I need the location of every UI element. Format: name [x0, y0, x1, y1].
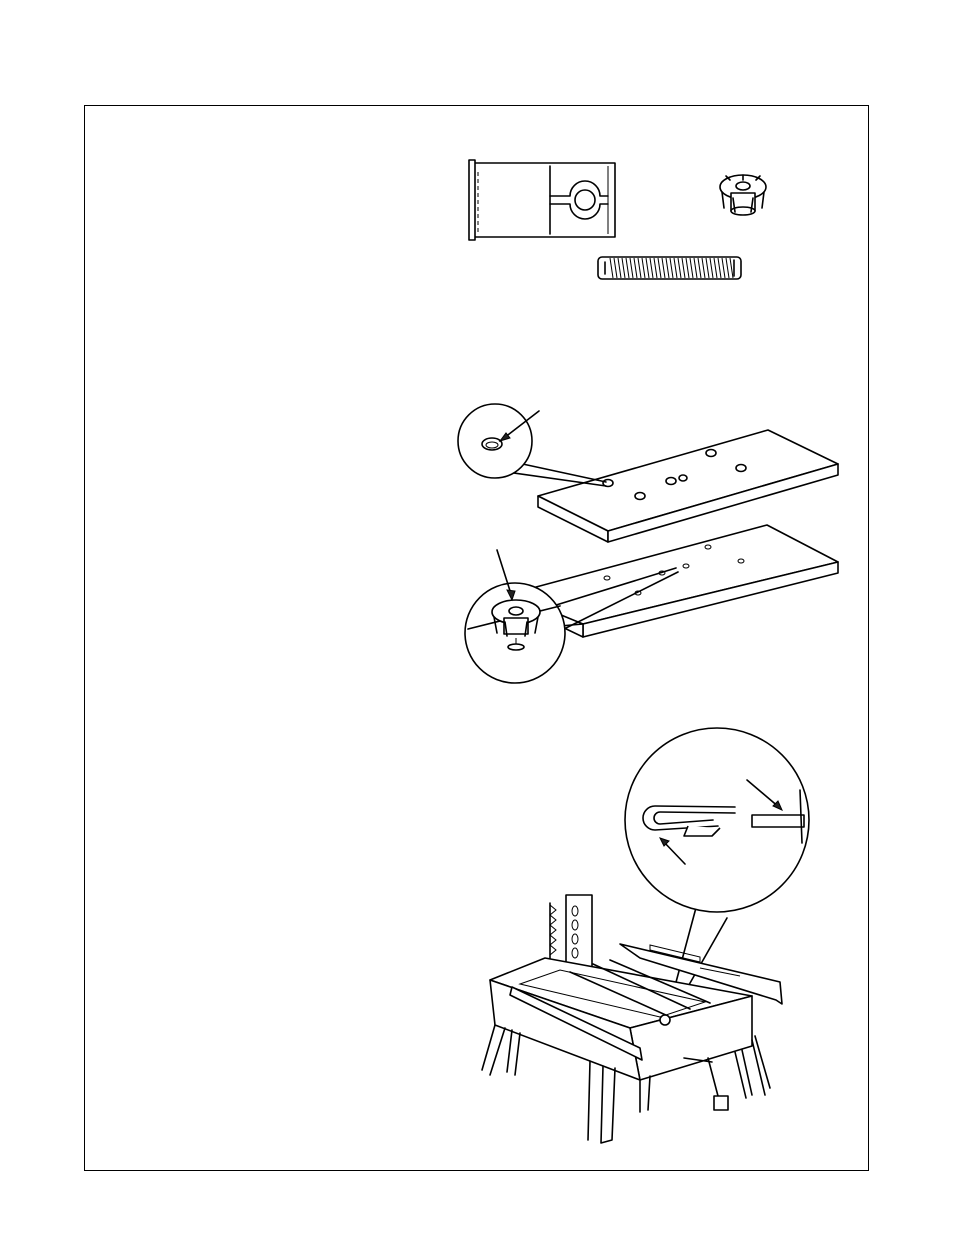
- top-board: [538, 430, 838, 542]
- stand-assembly-figure: [482, 728, 809, 1143]
- clamp-block-part: [469, 160, 615, 240]
- threaded-rod-part: [598, 257, 741, 279]
- hardware-parts-figure: [469, 160, 766, 279]
- table-boards-figure: [458, 404, 838, 683]
- stand-frame: [490, 944, 782, 1110]
- tee-nut-part: [720, 175, 766, 215]
- hole-detail-magnifier: [458, 404, 606, 486]
